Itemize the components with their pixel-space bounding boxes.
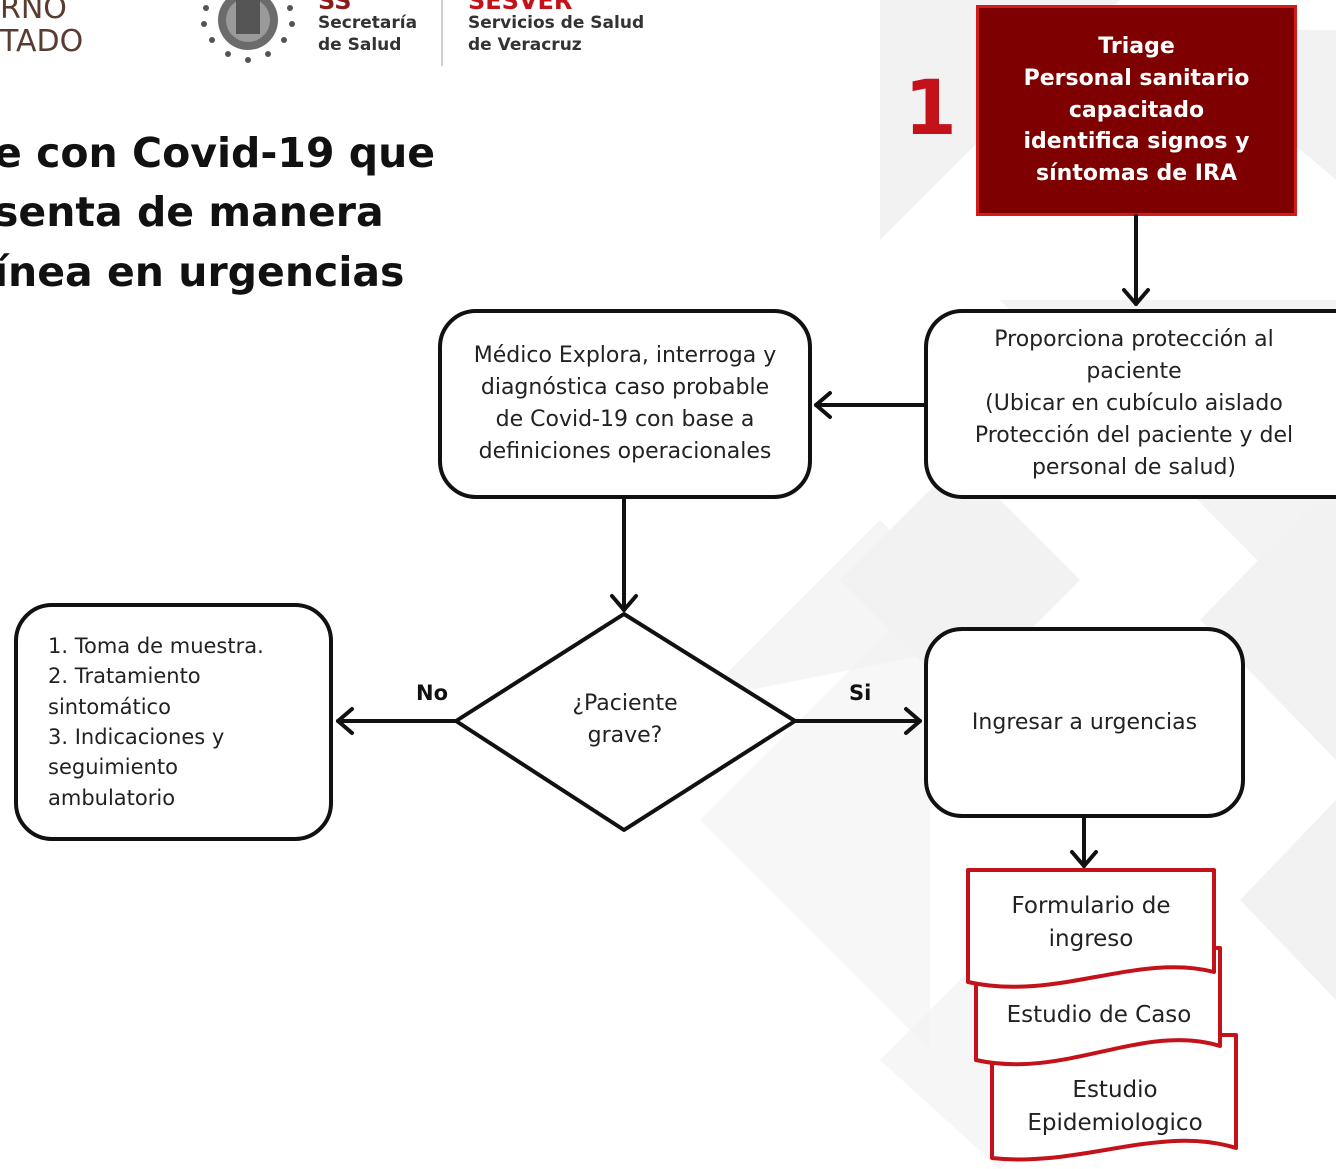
page-title: e con Covid-19 que senta de manera ínea … (0, 124, 435, 302)
doc-caso-line-1: Estudio de Caso (1006, 1002, 1192, 1028)
ambulatorio-line-4: 3. Indicaciones y (48, 725, 225, 749)
doc-formulario-text: Formulario de ingreso (968, 890, 1214, 955)
doc-epidemiologico-line-2: Epidemiologico (1027, 1109, 1203, 1136)
triage-line-5: síntomas de IRA (1036, 161, 1237, 187)
triage-line-3: capacitado (1068, 97, 1205, 123)
triage-line-2: Personal sanitario (1023, 65, 1250, 91)
proteccion-line-4: Protección del paciente y del (974, 422, 1294, 448)
doc-formulario-shape (966, 868, 1216, 989)
proteccion-line-3: (Ubicar en cubículo aislado (985, 391, 1283, 417)
ss-line-1: Secretaría (318, 13, 418, 33)
ss-line-2: de Salud (318, 35, 402, 56)
doc-formulario-line-2: ingreso (1048, 925, 1134, 952)
medico-line-3: de Covid-19 con base a (495, 407, 755, 432)
veracruz-seal-icon (201, 0, 295, 63)
label-si: Si (849, 681, 872, 705)
gobierno-line-2: TADO (0, 24, 84, 59)
sesver-text: Servicios de Salud de Veracruz (468, 12, 644, 56)
doc-formulario-line-1: Formulario de (1011, 893, 1171, 919)
doc-epidemiologico-line-1: Estudio (1072, 1077, 1158, 1103)
proteccion-line-5: personal de salud) (1031, 454, 1237, 480)
gobierno-line-1: RNO (0, 0, 67, 26)
medico-line-2: diagnóstica caso probable (480, 375, 770, 401)
step-number: 1 (904, 63, 957, 152)
ambulatorio-box: 1. Toma de muestra. 2. Tratamiento sinto… (14, 603, 333, 841)
ambulatorio-line-5: seguimiento (48, 755, 178, 780)
ingresar-label: Ingresar a urgencias (971, 709, 1198, 735)
medico-line-4: definiciones operacionales (478, 438, 772, 464)
decision-line-2: grave? (587, 722, 663, 748)
doc-caso-text: Estudio de Caso (976, 999, 1222, 1032)
ambulatorio-line-2: 2. Tratamiento (48, 664, 201, 689)
decision-text: ¿Paciente grave? (525, 688, 725, 752)
triage-line-4: identifica signos y (1023, 129, 1250, 155)
triage-line-1: Triage (1098, 33, 1175, 59)
medico-box: Médico Explora, interroga y diagnóstica … (438, 309, 812, 499)
triage-box: Triage Personal sanitario capacitado ide… (976, 5, 1297, 216)
proteccion-line-2: paciente (1086, 359, 1182, 385)
ingresar-box: Ingresar a urgencias (924, 627, 1245, 818)
ambulatorio-line-3: sintomático (48, 694, 171, 719)
header-divider (441, 0, 443, 66)
sesver-line-2: de Veracruz (468, 35, 582, 56)
title-line-1: e con Covid-19 que (0, 129, 436, 177)
label-no: No (416, 681, 449, 705)
doc-epidemiologico-text: Estudio Epidemiologico (992, 1074, 1238, 1139)
decision-line-1: ¿Paciente (572, 691, 678, 716)
proteccion-line-1: Proporciona protección al (994, 327, 1274, 353)
ambulatorio-line-6: ambulatorio (48, 785, 176, 810)
secretaria-salud-text: Secretaría de Salud (318, 12, 417, 56)
sesver-line-1: Servicios de Salud (468, 13, 645, 33)
medico-line-1: Médico Explora, interroga y (473, 343, 777, 369)
ss-abbr: SS (318, 0, 352, 15)
title-line-3: ínea en urgencias (0, 247, 405, 296)
proteccion-box: Proporciona protección al paciente (Ubic… (924, 309, 1336, 499)
title-line-2: senta de manera (0, 188, 384, 237)
gobierno-logo-text: RNO TADO (0, 0, 83, 58)
ambulatorio-line-1: 1. Toma de muestra. (48, 633, 264, 658)
doc-epidemiologico-shape (990, 1033, 1238, 1162)
sesver-abbr: SESVER (468, 0, 573, 15)
document-stack (966, 868, 1238, 1162)
decision-diamond (454, 612, 797, 832)
